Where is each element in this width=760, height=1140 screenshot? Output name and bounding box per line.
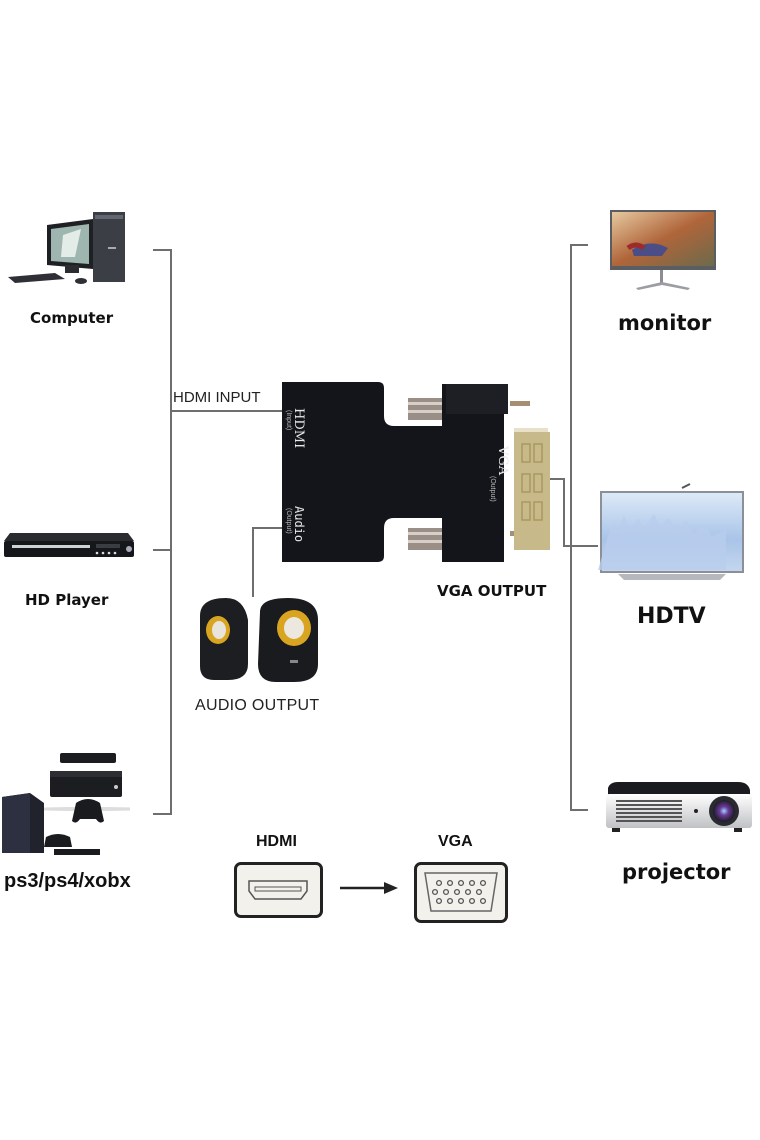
- audio-output-label: AUDIO OUTPUT: [195, 697, 320, 714]
- vga-port-icon: [424, 872, 498, 912]
- projector-icon: [606, 782, 752, 832]
- adapter-vga-port-sublabel: (Output): [489, 476, 496, 502]
- dvd-player-icon: [4, 533, 134, 557]
- adapter-body-icon: [282, 382, 550, 562]
- right-bracket-bottom-tick: [570, 809, 588, 811]
- hdmi-input-line: [170, 410, 282, 412]
- right-bracket-vertical: [570, 244, 572, 810]
- speakers-icon: [200, 598, 318, 682]
- adapter-hdmi-port-sublabel: (Input): [285, 410, 292, 431]
- projector-label: projector: [622, 860, 731, 884]
- monitor-device: [608, 208, 718, 292]
- audio-line-vertical: [252, 527, 254, 597]
- hd-player-device: [2, 527, 137, 563]
- conversion-to-label: VGA: [438, 833, 473, 850]
- adapter: HDMI (Input) Audio (Output) VGA (Output): [270, 370, 570, 570]
- conversion-from-label: HDMI: [256, 833, 297, 850]
- hd-player-label: HD Player: [25, 591, 109, 609]
- vga-output-label: VGA OUTPUT: [437, 582, 547, 600]
- left-bracket-vertical: [170, 249, 172, 815]
- right-bracket-top-tick: [570, 244, 588, 246]
- vga-line-horizontal-1: [548, 478, 564, 480]
- hdmi-port-text: HDMI: [291, 408, 306, 449]
- computer-device: [5, 207, 130, 287]
- monitor-label: monitor: [618, 311, 712, 335]
- computer-label: Computer: [30, 309, 114, 327]
- adapter-audio-port-label: Audio: [292, 506, 306, 543]
- game-console-label: ps3/ps4/xobx: [4, 870, 131, 892]
- left-bracket-mid-tick: [153, 549, 172, 551]
- vga-line-vertical: [563, 478, 565, 547]
- game-console-icon: [2, 753, 156, 855]
- hdtv-device: [598, 476, 746, 584]
- speakers-device: [190, 596, 330, 688]
- monitor-icon: [610, 210, 716, 290]
- audio-line-horizontal: [252, 527, 282, 529]
- game-console-device: [2, 751, 156, 859]
- left-bracket-bottom-tick: [153, 813, 172, 815]
- left-bracket-top-tick: [153, 249, 172, 251]
- adapter-vga-port-label: VGA: [495, 446, 510, 476]
- hdtv-label: HDTV: [637, 604, 706, 629]
- projector-device: [602, 780, 754, 836]
- adapter-audio-port-sublabel: (Output): [285, 508, 292, 534]
- desktop-computer-icon: [8, 212, 125, 284]
- arrow-right-icon: [340, 880, 400, 896]
- hdmi-input-label: HDMI INPUT: [173, 389, 261, 406]
- right-bracket-hdtv-tick: [563, 545, 598, 547]
- vga-port-diagram: [414, 862, 508, 923]
- hdmi-port-diagram: [234, 862, 323, 918]
- hdmi-port-icon: [248, 880, 308, 900]
- tv-icon: [598, 483, 744, 580]
